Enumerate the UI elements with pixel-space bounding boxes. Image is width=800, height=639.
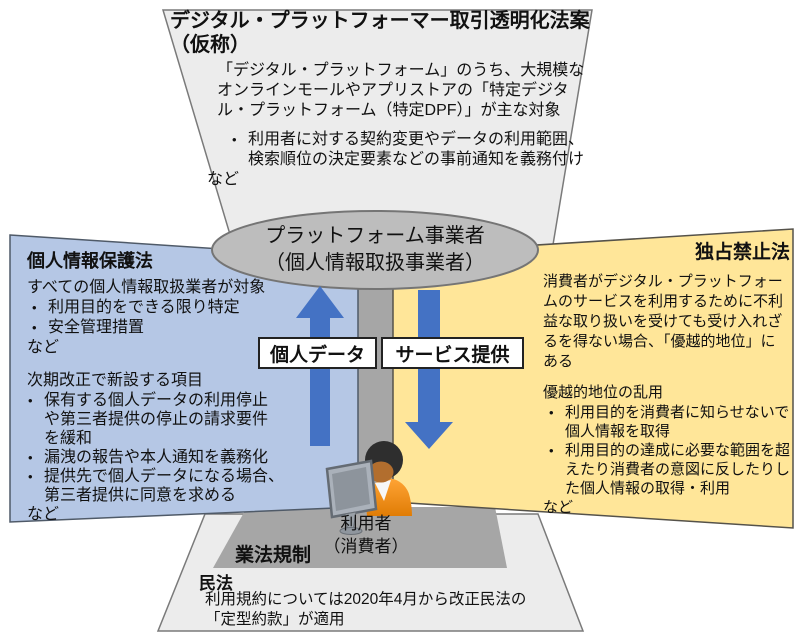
antimonopoly-para-line: るを得ない場合、「優越的地位」に — [543, 333, 776, 350]
civil-law-title: 民法 — [199, 574, 233, 593]
antimonopoly-abuse-bullet: 利用目的を消費者に知らせないで — [549, 403, 793, 422]
user-name: 利用者 — [340, 514, 392, 533]
antimonopoly-para-line: ムのサービスを利用するために不利 — [543, 293, 784, 310]
antimonopoly-abuse-cont: た個人情報の取得・利用 — [565, 480, 731, 497]
privacy-law-bullet: 利用目的をできる限り特定 — [32, 298, 372, 318]
antimonopoly-subheading: 優越的地位の乱用 — [543, 384, 664, 401]
antimonopoly-abuse-bullet: 利用目的の達成に必要な範囲を超 — [549, 441, 793, 460]
service-label: サービス提供 — [395, 344, 510, 366]
privacy-law-revision-bullet: 提供先で個人データになる場合、 — [28, 467, 372, 486]
transparency-act-bullet: 利用者に対する契約変更やデータの利用範囲、 — [232, 130, 610, 150]
platform-operator-ellipse — [211, 210, 539, 290]
privacy-law-revision-cont: 第三者提供に同意を求める — [44, 487, 237, 504]
antimonopoly-abuse-cont: 個人情報を取得 — [565, 423, 671, 440]
antimonopoly-etc: など — [543, 499, 574, 516]
civil-law-line: 利用規約については2020年4月から改正民法の — [205, 591, 527, 608]
privacy-law-etc: など — [27, 339, 60, 356]
privacy-law-etc: など — [27, 506, 60, 523]
user-subname: （消費者） — [323, 537, 409, 556]
transparency-act-bullet-cont: 検索順位の決定要素などの事前通知を義務付け — [248, 151, 585, 168]
civil-law-text: 利用規約については2020年4月から改正民法の 「定型約款」が適用 — [205, 590, 526, 630]
transparency-act-title-kana: （仮称） — [170, 34, 250, 56]
antimonopoly-abuse-cont: えたり消費者の意図に反したりし — [565, 461, 791, 478]
industry-regulation-zone — [213, 507, 507, 568]
privacy-law-block: 個人情報保護法 すべての個人情報取扱業者が対象 利用目的をできる限り特定 安全管… — [27, 251, 372, 524]
transparency-act-para-line: オンラインモールやアプリストアの「特定デジタ — [217, 82, 569, 99]
person-collar — [375, 480, 391, 501]
civil-law-line: 「定型約款」が適用 — [205, 611, 345, 628]
user-label: 利用者 （消費者） — [304, 512, 428, 558]
privacy-law-subheading: 次期改正で新設する項目 — [27, 372, 204, 389]
antimonopoly-law-title: 独占禁止法 — [694, 242, 790, 263]
transparency-act-title: デジタル・プラットフォーマー取引透明化法案 — [170, 10, 590, 32]
transparency-act-block: デジタル・プラットフォーマー取引透明化法案 （仮称） 「デジタル・プラットフォー… — [170, 9, 610, 190]
privacy-law-title: 個人情報保護法 — [27, 251, 153, 271]
personal-data-label-box: 個人データ — [258, 337, 377, 369]
personal-data-label: 個人データ — [269, 344, 365, 366]
person-face — [368, 461, 394, 483]
monitor-base — [339, 527, 363, 535]
transparency-act-para-line: ル・プラットフォーム（特定DPF）」が主な対象 — [217, 102, 561, 119]
antimonopoly-para-line: 消費者がデジタル・プラットフォー — [543, 273, 783, 290]
privacy-law-intro: すべての個人情報取扱業者が対象 — [27, 279, 266, 296]
privacy-law-revision-cont: や第三者提供の停止の請求要件 — [44, 411, 269, 428]
platform-operator-name: プラットフォーム事業者 — [265, 225, 485, 247]
privacy-law-revision-bullet: 漏洩の報告や本人通知を義務化 — [28, 448, 372, 467]
antimonopoly-para-line: ある — [543, 353, 574, 370]
user-at-computer-icon — [325, 441, 412, 535]
service-down-arrow-icon — [405, 290, 453, 449]
antimonopoly-para-line: 益な取り扱いを受けても受け入れざ — [543, 313, 783, 330]
platform-operator-label: プラットフォーム事業者 （個人情報取扱事業者） — [213, 223, 537, 277]
service-label-box: サービス提供 — [381, 337, 524, 369]
privacy-law-revision-bullet: 保有する個人データの利用停止 — [28, 391, 372, 410]
platform-operator-subname: （個人情報取扱事業者） — [265, 252, 485, 274]
privacy-law-revision-cont: を緩和 — [44, 430, 93, 447]
antimonopoly-law-block: 独占禁止法 消費者がデジタル・プラットフォー ムのサービスを利用するために不利 … — [543, 242, 793, 517]
privacy-law-bullet: 安全管理措置 — [32, 318, 372, 338]
industry-regulation-label: 業法規制 — [235, 545, 312, 566]
transparency-act-etc: など — [207, 171, 240, 188]
transparency-act-para-line: 「デジタル・プラットフォーム」のうち、大規模な — [217, 62, 585, 79]
